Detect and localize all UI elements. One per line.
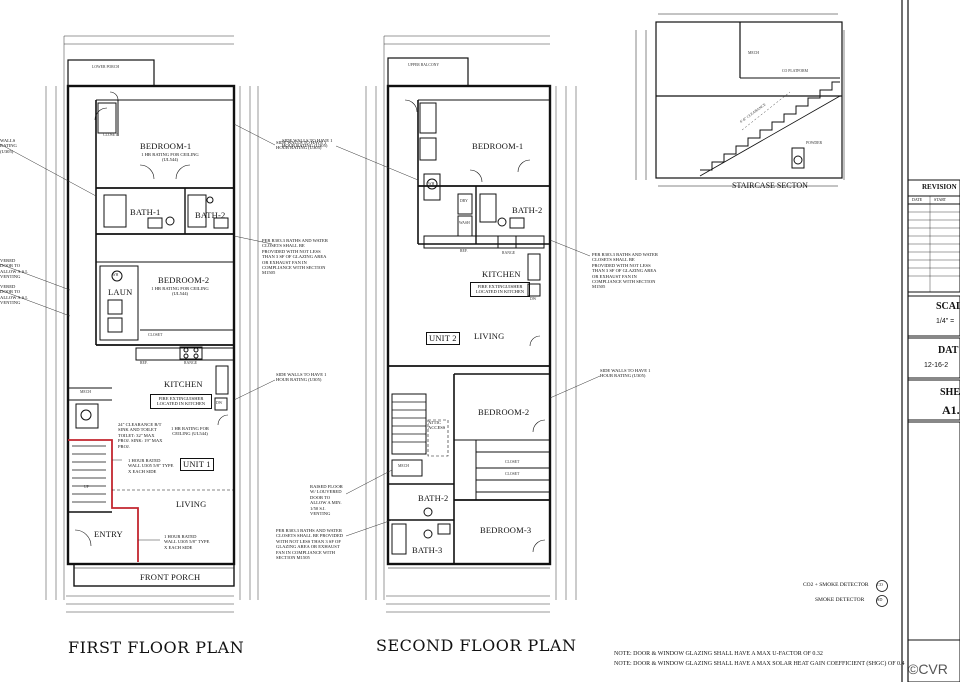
- title-block-date-value: 12-16-2: [924, 362, 949, 369]
- co-detector-symbol: [876, 580, 888, 592]
- ff-up-label: UP: [84, 485, 89, 489]
- note-u-factor: NOTE: DOOR & WINDOW GLAZING SHALL HAVE A…: [614, 651, 823, 657]
- sf-bath2b-label: BATH-2: [418, 493, 449, 503]
- sf-closet2-label: CLOSET: [505, 472, 520, 476]
- ff-kitchen-label: KITCHEN: [164, 379, 203, 389]
- title-block-revision: REVISION: [922, 183, 957, 191]
- ff-dw-label: DW: [216, 401, 223, 405]
- smoke-detector-symbol: [876, 595, 888, 607]
- sf-raised-floor-note: RAISED FLOOR W/ LOUVERED DOOR TO ALLOW A…: [310, 484, 343, 517]
- title-block-date-col: DATE: [912, 197, 923, 202]
- ff-bedroom2-label: BEDROOM-2: [158, 275, 210, 285]
- ff-side-walls-top-note: SIDE WALLS TO HAVE 1 HOUR RATING (U305): [276, 140, 327, 151]
- title-block-sheet-label: SHE: [940, 387, 960, 398]
- sf-wh-label: WH: [428, 182, 435, 186]
- sf-kitchen-fire-note: FIRE EXTINGUISHER LOCATED IN KITCHEN: [470, 282, 530, 297]
- ff-kitchen-rating: 1 HR RATING FOR CEILING (UL544): [171, 426, 209, 437]
- second-floor-title: SECOND FLOOR PLAN: [376, 636, 577, 655]
- sf-closet1-label: CLOSET: [505, 460, 520, 464]
- stair-powder-label: POWDER: [806, 141, 823, 145]
- title-block-scale-label: SCAL: [936, 301, 960, 312]
- title-block-scale-value: 1/4" =: [936, 318, 955, 325]
- sf-wash-label: WASH: [459, 221, 470, 225]
- ff-closet-label: CLOSET: [148, 333, 163, 337]
- legend-co-smoke-label: CO2 + SMOKE DETECTOR: [803, 582, 869, 588]
- title-block-lines: [901, 0, 960, 682]
- note-shgc: NOTE: DOOR & WINDOW GLAZING SHALL HAVE A…: [614, 661, 905, 667]
- ff-bath2-label: BATH-2: [195, 210, 226, 220]
- sf-unit-label: UNIT 2: [426, 332, 460, 345]
- ff-left-walls-note: WALLS RATING (U305): [0, 138, 17, 154]
- legend-smoke-label: SMOKE DETECTOR: [815, 597, 865, 603]
- sf-living-label: LIVING: [474, 331, 505, 341]
- ff-bath1-label: BATH-1: [130, 207, 161, 217]
- second-floor-dimensions: [335, 35, 601, 613]
- stair-platform-label: CO PLATFORM: [782, 69, 809, 73]
- legend-co-symbol-text: CO: [877, 582, 883, 587]
- ff-range-label: RANGE: [184, 361, 198, 365]
- sf-mech-label: MECH: [398, 464, 409, 468]
- ff-kitchen-fire-note: FIRE EXTINGUISHER LOCATED IN KITCHEN: [150, 394, 212, 409]
- sf-side-walls-mid-note: SIDE WALLS TO HAVE 1 HOUR RATING (U305): [600, 368, 651, 379]
- watermark: ©CVR: [908, 661, 948, 677]
- sf-bedroom1-label: BEDROOM-1: [472, 141, 524, 151]
- ff-lower-porch-label: LOWER PORCH: [92, 65, 120, 69]
- ff-side-walls-mid-note: SIDE WALLS TO HAVE 1 HOUR RATING (U305): [276, 372, 327, 383]
- title-block-sheet-value: A1.: [942, 403, 960, 417]
- ff-rated-wall-note2: 1 HOUR RATED WALL U305 5/8" TYPE X EACH …: [164, 534, 210, 550]
- ff-wh-label: WH: [112, 273, 119, 277]
- ff-bedroom2-rating: 1 HR RATING FOR CEILING (UL544): [151, 286, 209, 297]
- ff-left-door-note1: VERED DOOR TO ALLOW A S.I. VENTING: [0, 258, 28, 280]
- sf-upper-balcony-label: UPPER BALCONY: [408, 63, 440, 67]
- sf-range-label: RANGE: [502, 251, 516, 255]
- ff-entry-label: ENTRY: [94, 529, 123, 539]
- ff-bedroom1-label: BEDROOM-1: [140, 141, 192, 151]
- ff-stair-clearance-note: 24" CLEARANCE B/T SINK AND TOILET TOILET…: [118, 422, 163, 449]
- ff-living-label: LIVING: [176, 499, 207, 509]
- sf-side-walls-top-note: SIDE WALLS TO HAVE 1 HOUR RATING (U305): [282, 138, 333, 149]
- sf-bath2-label: BATH-2: [512, 205, 543, 215]
- legend-smoke-symbol-text: SD: [877, 597, 883, 602]
- ff-laun-label: LAUN: [108, 287, 133, 297]
- sf-dry-label: DRY: [460, 199, 468, 203]
- sf-kitchen-label: KITCHEN: [482, 269, 521, 279]
- stair-mech-label: MECH: [748, 51, 759, 55]
- first-floor-dimensions: [0, 35, 276, 613]
- title-block-start-col: START: [934, 197, 947, 202]
- sf-baths-note-bottom: PER R303.3 BATHS AND WATER CLOSETS SHALL…: [276, 528, 344, 561]
- sf-bedroom2-label: BEDROOM-2: [478, 407, 530, 417]
- ff-baths-note: PER R303.3 BATHS AND WATER CLOSETS SHALL…: [262, 238, 328, 276]
- ff-ref-label: REF.: [140, 361, 148, 365]
- sf-bedroom3-label: BEDROOM-3: [480, 525, 532, 535]
- first-floor-walls: [66, 59, 236, 587]
- sf-bath3-label: BATH-3: [412, 545, 443, 555]
- staircase-section-lines: [635, 13, 845, 187]
- sf-ref-label: REF.: [460, 249, 468, 253]
- staircase-section-title: STAIRCASE SECTON: [732, 181, 808, 190]
- sf-baths-note-top: PER R303.3 BATHS AND WATER CLOSETS SHALL…: [592, 252, 658, 290]
- ff-mech-label: MECH: [80, 390, 91, 394]
- sf-attic-access-label: ATTIC ACCESS: [428, 420, 446, 431]
- first-floor-title: FIRST FLOOR PLAN: [68, 638, 245, 657]
- title-block-date-label: DAT: [938, 345, 959, 356]
- second-floor-walls: [386, 57, 552, 569]
- sf-dw-label: DW: [530, 297, 537, 301]
- ff-left-door-note2: VERED DOOR TO ALLOW A S.I. VENTING: [0, 284, 28, 306]
- ff-rated-wall-note1: 1 HOUR RATED WALL U305 5/8" TYPE X EACH …: [128, 458, 174, 474]
- ff-closet2-label: CLOSET: [103, 133, 118, 137]
- ff-unit-label: UNIT 1: [180, 458, 214, 471]
- ff-front-porch-label: FRONT PORCH: [140, 572, 201, 582]
- ff-bedroom1-rating: 1 HR RATING FOR CEILING (UL544): [141, 152, 199, 163]
